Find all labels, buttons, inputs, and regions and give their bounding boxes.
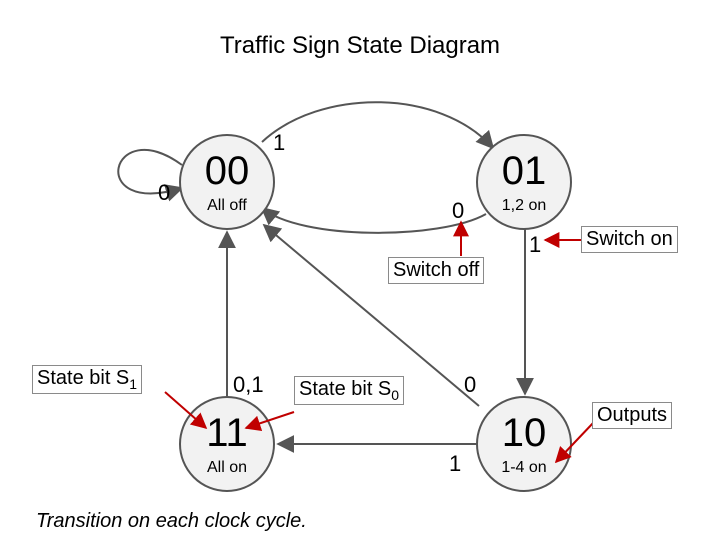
callout-text: State bit S (299, 378, 392, 400)
transition-00-self (117, 148, 184, 202)
transition-label-10-to-00: 0 (464, 372, 476, 397)
callout-subscript: 1 (129, 376, 138, 392)
transition-label-00-self: 0 (158, 180, 170, 205)
state-output: 1,2 on (502, 197, 546, 214)
callout-subscript: 0 (391, 387, 400, 403)
callout-text: State bit S (37, 367, 130, 389)
callout-switch-on: Switch on (581, 226, 678, 253)
diagram-title: Traffic Sign State Diagram (219, 32, 501, 59)
state-code: 10 (502, 411, 547, 455)
state-output: All off (207, 197, 247, 214)
transition-label-10-to-11: 1 (449, 451, 461, 476)
callout-state-bit-s0: State bit S0 (294, 376, 405, 405)
state-code: 11 (206, 411, 248, 455)
state-11: 11 All on (179, 396, 275, 492)
state-code: 00 (205, 149, 250, 193)
callout-arrow-outputs (554, 421, 595, 464)
transition-label-01-to-00: 0 (452, 198, 464, 223)
callout-switch-off: Switch off (388, 257, 485, 284)
transition-label-00-to-01: 1 (273, 130, 285, 155)
transition-label-11-to-00: 0,1 (233, 372, 264, 397)
footnote: Transition on each clock cycle. (36, 510, 307, 532)
state-output: 1-4 on (501, 459, 546, 476)
state-10: 10 1-4 on (476, 396, 572, 492)
callout-outputs: Outputs (592, 402, 673, 429)
state-code: 01 (502, 149, 547, 193)
callout-state-bit-s1: State bit S1 (32, 365, 143, 394)
callout-arrow-state-bit-s0 (244, 411, 295, 432)
transition-00-to-01 (261, 101, 495, 150)
transition-10-to-00 (262, 223, 480, 407)
state-00: 00 All off (179, 134, 275, 230)
callout-arrow-state-bit-s1 (164, 391, 208, 430)
state-output: All on (207, 459, 247, 476)
state-01: 01 1,2 on (476, 134, 572, 230)
transition-label-01-to-10: 1 (529, 232, 541, 257)
